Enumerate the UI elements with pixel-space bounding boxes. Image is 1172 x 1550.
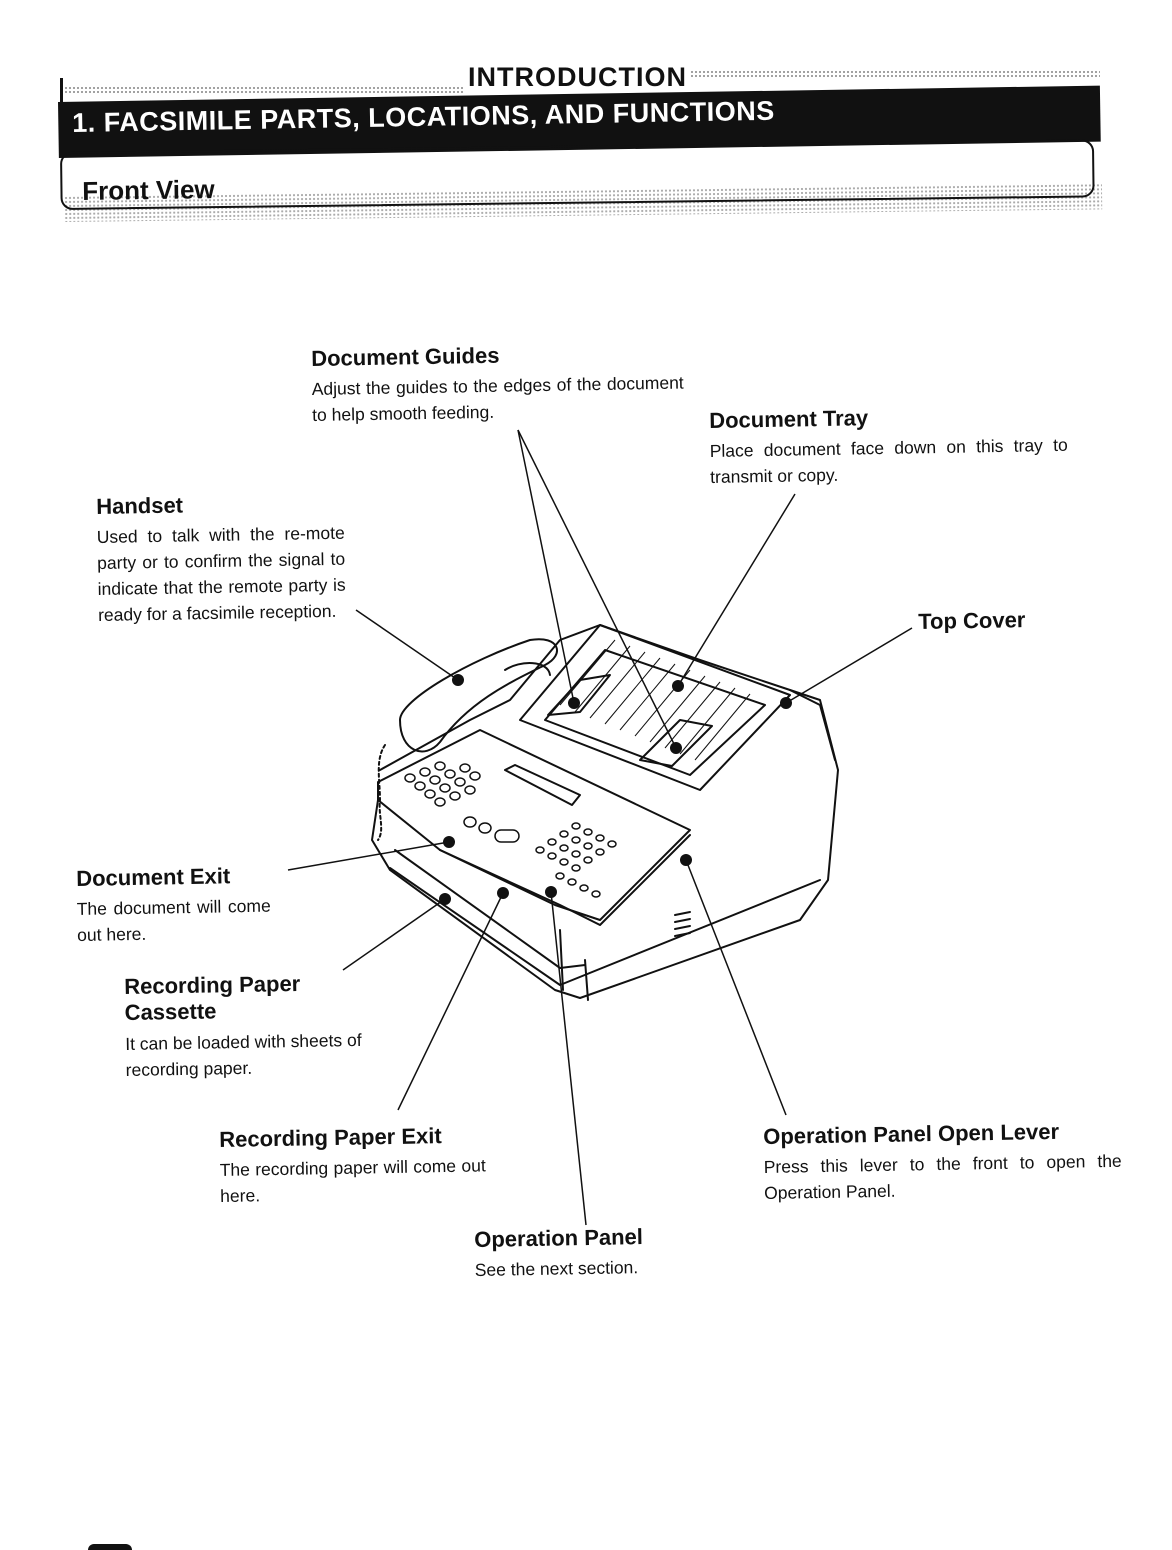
document-guide-right xyxy=(639,719,713,767)
callout-dot-document-exit xyxy=(443,836,455,848)
header-dotted-rule-right xyxy=(690,70,1100,78)
document-guides-desc: Adjust the guides to the edges of the do… xyxy=(311,372,684,426)
side-vent xyxy=(674,911,691,937)
leader-operation-panel xyxy=(550,891,587,1226)
document-tray-desc: Place document face down on this tray to… xyxy=(709,435,1068,488)
leader-document-guides-b xyxy=(517,429,677,749)
leader-recording-paper-exit xyxy=(397,892,504,1111)
operation-panel-open-lever-title: Operation Panel Open Lever xyxy=(763,1118,1060,1149)
operation-panel-title: Operation Panel xyxy=(474,1224,644,1252)
page-corner-mark xyxy=(88,1544,132,1550)
label-recording-paper-exit: Recording Paper Exit The recording paper… xyxy=(219,1122,486,1209)
handset-earpiece xyxy=(504,662,551,676)
document-guide-left xyxy=(547,674,611,716)
label-handset: Handset Used to talk with the re-mote pa… xyxy=(96,490,346,629)
document-tray-inner xyxy=(544,649,766,776)
document-tray-title: Document Tray xyxy=(709,405,869,433)
callout-dot-recording-paper-cassette xyxy=(439,893,451,905)
panel-front-edge xyxy=(439,834,691,926)
callout-dot-operation-panel xyxy=(545,886,557,898)
recording-paper-cassette-title: Recording Paper Cassette xyxy=(124,970,301,1026)
callout-dot-top-cover xyxy=(780,697,792,709)
margin-mark xyxy=(60,78,63,112)
label-top-cover: Top Cover xyxy=(918,606,1118,640)
top-cover-title: Top Cover xyxy=(918,607,1026,634)
callout-dot-handset xyxy=(452,674,464,686)
operation-panel-open-lever-desc: Press this lever to the front to open th… xyxy=(763,1151,1122,1204)
handset-title: Handset xyxy=(96,492,184,519)
callout-dot-operation-panel-open-lever xyxy=(680,854,692,866)
lcd-display xyxy=(504,764,581,806)
label-recording-paper-cassette: Recording Paper Cassette It can be loade… xyxy=(124,969,404,1083)
label-operation-panel-open-lever: Operation Panel Open Lever Press this le… xyxy=(763,1118,1122,1207)
section-title: INTRODUCTION xyxy=(468,62,687,92)
handset-cord xyxy=(377,744,386,841)
document-guides-title: Document Guides xyxy=(311,342,500,371)
leader-document-exit xyxy=(287,841,450,871)
leader-document-guides-a xyxy=(517,429,575,704)
callout-dot-recording-paper-exit xyxy=(497,887,509,899)
handset-outline xyxy=(399,638,558,753)
document-exit-desc: The document will come out here. xyxy=(76,895,271,946)
recording-paper-exit-title: Recording Paper Exit xyxy=(219,1123,442,1152)
operation-panel-outline xyxy=(377,729,691,921)
label-operation-panel: Operation Panel See the next section. xyxy=(474,1223,695,1283)
header-dotted-rule-left xyxy=(64,86,464,94)
callout-dot-document-tray xyxy=(672,680,684,692)
cassette-front xyxy=(559,929,589,1001)
label-document-guides: Document Guides Adjust the guides to the… xyxy=(311,340,684,429)
callout-dot-document-guides-right xyxy=(670,742,682,754)
label-document-exit: Document Exit The document will come out… xyxy=(76,863,271,949)
handset-desc: Used to talk with the re-mote party or t… xyxy=(96,523,346,626)
label-document-tray: Document Tray Place document face down o… xyxy=(709,402,1068,491)
leader-top-cover xyxy=(785,627,913,704)
recording-paper-cassette-desc: It can be loaded with sheets of recordin… xyxy=(125,1029,362,1080)
callout-dot-document-guides-left xyxy=(568,697,580,709)
document-tray-outline xyxy=(519,624,791,791)
keypad-buttons xyxy=(404,761,617,898)
leader-handset xyxy=(355,609,459,681)
cassette-outline xyxy=(389,849,821,986)
document-exit-title: Document Exit xyxy=(76,863,231,891)
leader-operation-panel-open-lever xyxy=(685,859,787,1116)
recording-paper-exit-desc: The recording paper will come out here. xyxy=(219,1155,486,1207)
leader-document-tray xyxy=(677,493,796,687)
operation-panel-desc: See the next section. xyxy=(474,1257,639,1281)
leader-recording-paper-cassette xyxy=(342,898,446,971)
